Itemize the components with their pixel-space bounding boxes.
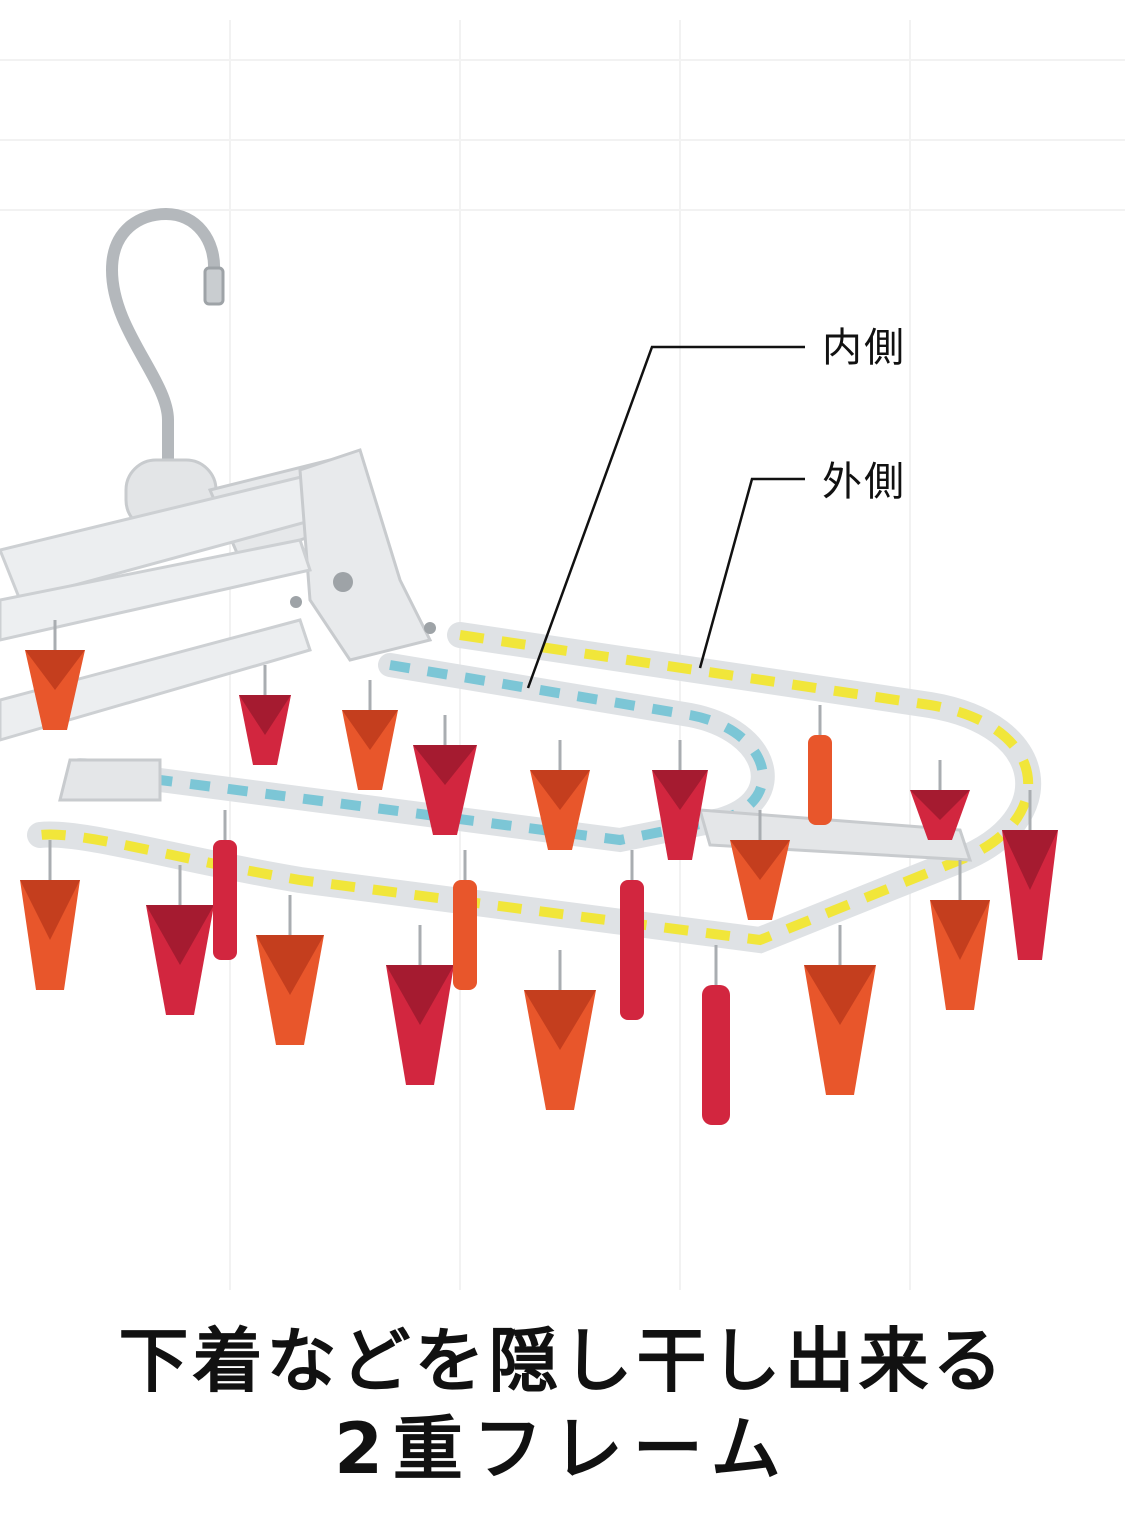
center-hub	[0, 448, 436, 742]
clothespin	[386, 925, 454, 1085]
hook-icon	[105, 207, 225, 476]
clothespin	[910, 760, 970, 840]
clothespin	[453, 850, 477, 990]
callout-leaders	[526, 345, 805, 689]
leader-inner	[526, 345, 805, 689]
caption-line-1: 下着などを隠し干し出来る	[118, 1320, 1007, 1402]
clothespin	[530, 740, 590, 850]
clothespin	[413, 715, 477, 835]
clothespin	[730, 810, 790, 920]
clothespin	[239, 665, 291, 765]
clothespin	[1002, 790, 1058, 960]
clothespin	[702, 945, 730, 1125]
clothespin	[213, 810, 237, 960]
inner-label: 内側	[822, 325, 906, 371]
clothespin	[652, 740, 708, 860]
caption-line-2: 2重フレーム	[334, 1408, 791, 1490]
clothespin	[524, 950, 596, 1110]
outer-label: 外側	[822, 459, 906, 505]
clothespin	[256, 895, 324, 1045]
clothespin	[146, 865, 214, 1015]
clothespin	[20, 840, 80, 990]
clothespin	[342, 680, 398, 790]
leader-outer	[698, 477, 805, 669]
clothespin	[808, 705, 832, 825]
clothespins	[20, 620, 1058, 1125]
clothespin	[804, 925, 876, 1095]
clothespin	[620, 850, 644, 1020]
clothespin	[25, 620, 85, 730]
clothespin	[930, 860, 990, 1010]
